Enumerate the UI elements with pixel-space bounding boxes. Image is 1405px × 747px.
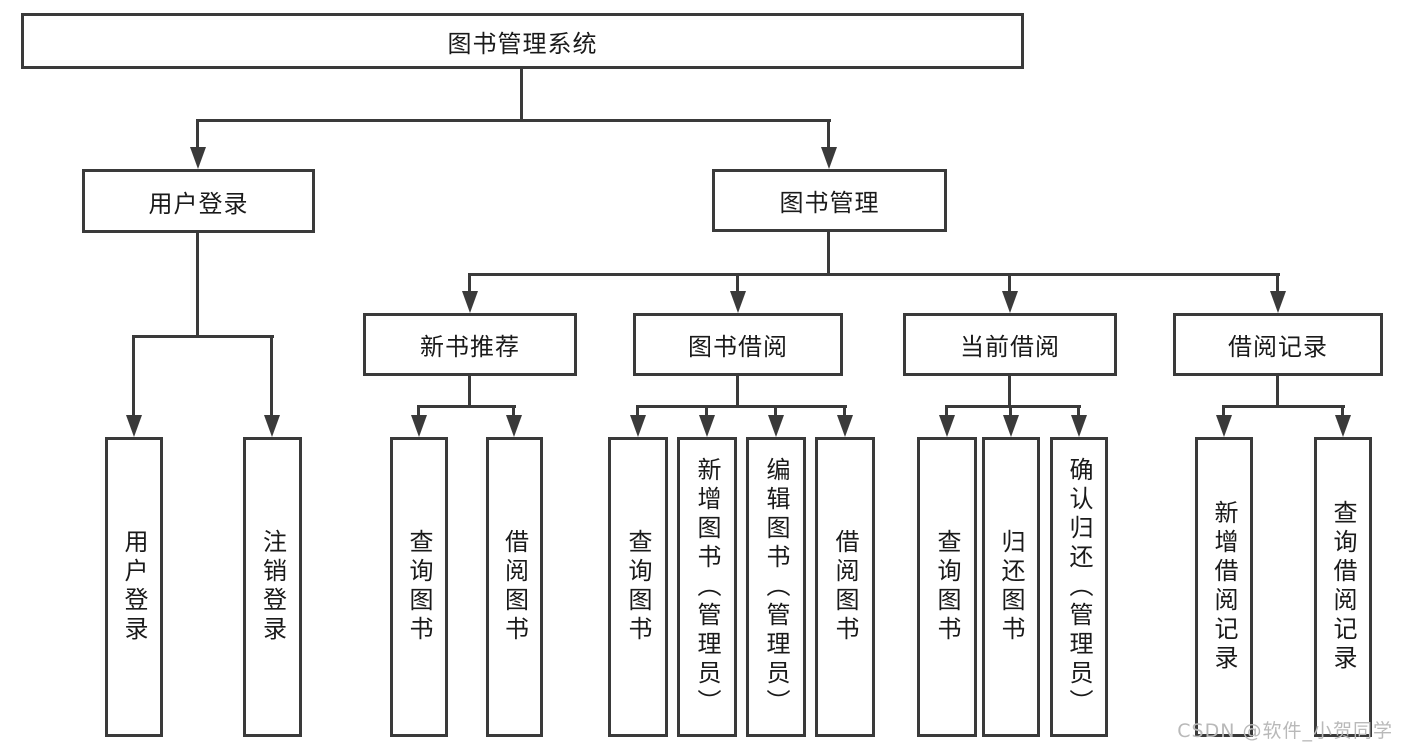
arrowhead-icon xyxy=(630,415,646,437)
leaf-label: 借阅图书 xyxy=(831,529,859,645)
connector-current-borrow-split xyxy=(945,405,1081,408)
leaf-label: 编辑图书（管理员） xyxy=(762,456,790,718)
connector-to-leaf xyxy=(512,405,515,418)
connector-to-leaf xyxy=(1077,405,1080,418)
connector-borrow-records-split xyxy=(1222,405,1345,408)
connector-borrow-records-stem xyxy=(1276,376,1279,407)
leaf-add-borrow-record: 新增借阅记录 xyxy=(1195,437,1253,737)
leaf-query-books: 查询图书 xyxy=(390,437,448,737)
arrowhead-icon xyxy=(699,415,715,437)
connector-current-borrow-stem xyxy=(1008,376,1011,407)
leaf-logout: 注销登录 xyxy=(243,437,302,737)
node-new-book-recommend: 新书推荐 xyxy=(363,313,577,376)
connector-to-borrow-records xyxy=(1276,273,1279,295)
leaf-borrow-books: 借阅图书 xyxy=(815,437,875,737)
arrowhead-icon xyxy=(837,415,853,437)
connector-to-leaf xyxy=(636,405,639,418)
arrowhead-icon xyxy=(1335,415,1351,437)
node-book-borrow: 图书借阅 xyxy=(633,313,843,376)
arrowhead-icon xyxy=(126,415,142,437)
arrowhead-icon xyxy=(821,147,837,169)
arrowhead-icon xyxy=(1002,291,1018,313)
connector-root-split xyxy=(197,119,831,122)
leaf-label: 查询图书 xyxy=(933,529,961,645)
connector-new-book-stem xyxy=(468,376,471,407)
leaf-query-borrow-record: 查询借阅记录 xyxy=(1314,437,1372,737)
connector-book-management-stem xyxy=(827,232,830,275)
arrowhead-icon xyxy=(730,291,746,313)
leaf-label: 新增借阅记录 xyxy=(1210,500,1238,674)
connector-new-book-split xyxy=(417,405,516,408)
connector-to-leaf xyxy=(270,335,273,418)
node-user-login: 用户登录 xyxy=(82,169,315,233)
arrowhead-icon xyxy=(768,415,784,437)
arrowhead-icon xyxy=(1270,291,1286,313)
connector-user-login-stem xyxy=(196,233,199,337)
connector-to-leaf xyxy=(132,335,135,418)
leaf-label: 查询图书 xyxy=(405,529,433,645)
leaf-label: 新增图书（管理员） xyxy=(693,456,721,718)
connector-to-leaf xyxy=(774,405,777,418)
leaf-add-books-admin: 新增图书（管理员） xyxy=(677,437,737,737)
connector-to-leaf xyxy=(945,405,948,418)
node-book-management: 图书管理 xyxy=(712,169,947,232)
leaf-return-books: 归还图书 xyxy=(982,437,1040,737)
connector-to-current-borrow xyxy=(1008,273,1011,295)
connector-to-leaf xyxy=(1009,405,1012,418)
leaf-label: 查询图书 xyxy=(624,529,652,645)
connector-book-management-split xyxy=(468,273,1280,276)
leaf-label: 查询借阅记录 xyxy=(1329,500,1357,674)
connector-user-login-split xyxy=(132,335,274,338)
arrowhead-icon xyxy=(1216,415,1232,437)
csdn-watermark: CSDN @软件_小贺同学 xyxy=(1177,720,1393,742)
leaf-edit-books-admin: 编辑图书（管理员） xyxy=(746,437,806,737)
connector-book-borrow-split xyxy=(636,405,847,408)
leaf-label: 归还图书 xyxy=(997,529,1025,645)
connector-to-book-management xyxy=(827,119,830,150)
connector-to-leaf xyxy=(843,405,846,418)
connector-to-new-book xyxy=(468,273,471,295)
leaf-borrow-books: 借阅图书 xyxy=(486,437,543,737)
leaf-label: 确认归还（管理员） xyxy=(1065,456,1093,718)
leaf-user-login: 用户登录 xyxy=(105,437,163,737)
leaf-query-books: 查询图书 xyxy=(608,437,668,737)
arrowhead-icon xyxy=(506,415,522,437)
arrowhead-icon xyxy=(411,415,427,437)
connector-book-borrow-stem xyxy=(736,376,739,407)
arrowhead-icon xyxy=(1003,415,1019,437)
leaf-label: 注销登录 xyxy=(258,529,287,645)
arrowhead-icon xyxy=(939,415,955,437)
leaf-query-books: 查询图书 xyxy=(917,437,977,737)
node-library-system: 图书管理系统 xyxy=(21,13,1024,69)
node-current-borrow: 当前借阅 xyxy=(903,313,1117,376)
arrowhead-icon xyxy=(462,291,478,313)
connector-to-book-borrow xyxy=(736,273,739,295)
connector-to-leaf xyxy=(417,405,420,418)
leaf-label: 用户登录 xyxy=(120,529,148,645)
arrowhead-icon xyxy=(190,147,206,169)
connector-to-leaf xyxy=(705,405,708,418)
connector-to-leaf xyxy=(1341,405,1344,418)
arrowhead-icon xyxy=(264,415,280,437)
connector-to-user-login xyxy=(196,119,199,150)
node-borrow-records: 借阅记录 xyxy=(1173,313,1383,376)
leaf-confirm-return-admin: 确认归还（管理员） xyxy=(1050,437,1108,737)
connector-root-stem xyxy=(520,69,523,121)
arrowhead-icon xyxy=(1071,415,1087,437)
leaf-label: 借阅图书 xyxy=(500,529,529,645)
connector-to-leaf xyxy=(1222,405,1225,418)
